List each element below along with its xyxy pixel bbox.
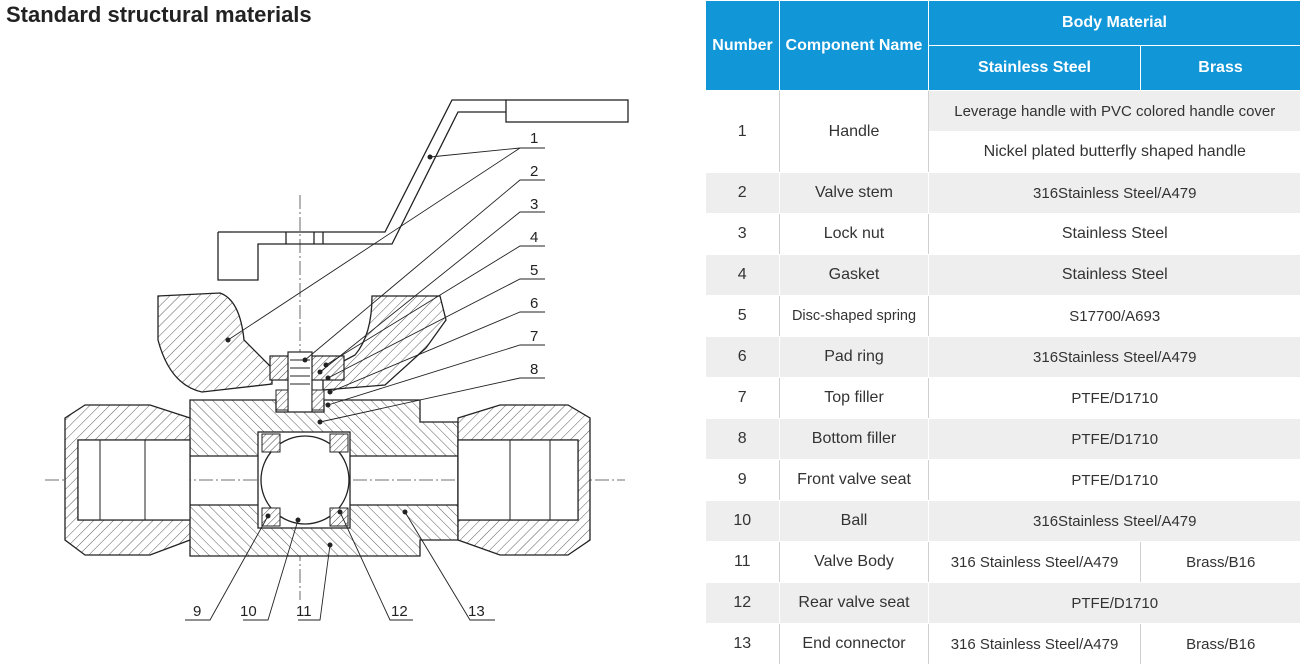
callout-5: 5 — [530, 262, 538, 279]
table-row: 6 Pad ring 316Stainless Steel/A479 — [705, 336, 1300, 378]
table-row: 7 Top filler PTFE/D1710 — [705, 377, 1300, 419]
table-row: 3 Lock nut Stainless Steel — [705, 213, 1300, 255]
table-row: 5 Disc-shaped spring S17700/A693 — [705, 295, 1300, 337]
materials-table: Number Component Name Body Material Stai… — [705, 0, 1300, 665]
callout-12: 12 — [391, 603, 408, 620]
handle-body — [157, 292, 273, 393]
table-row: 12 Rear valve seat PTFE/D1710 — [705, 582, 1300, 624]
table-row: 10 Ball 316Stainless Steel/A479 — [705, 500, 1300, 542]
callout-1: 1 — [530, 130, 538, 147]
table-row: 8 Bottom filler PTFE/D1710 — [705, 418, 1300, 460]
callout-6: 6 — [530, 295, 538, 312]
callout-10: 10 — [240, 603, 257, 620]
header-component: Component Name — [779, 0, 929, 91]
header-brass: Brass — [1139, 45, 1300, 91]
header-stainless-steel: Stainless Steel — [928, 45, 1141, 91]
table-row: Nickel plated butterfly shaped handle — [706, 131, 1300, 173]
table-row: 2 Valve stem 316Stainless Steel/A479 — [705, 172, 1300, 214]
callout-3: 3 — [530, 196, 538, 213]
valve-cross-section-diagram: 1 2 3 4 5 6 7 8 9 10 11 12 13 — [45, 99, 629, 621]
table-row: 9 Front valve seat PTFE/D1710 — [705, 459, 1300, 501]
header-body-material: Body Material — [927, 0, 1300, 46]
leader-lines — [185, 147, 545, 621]
ball — [260, 435, 350, 525]
callout-2: 2 — [530, 163, 538, 180]
callout-7: 7 — [530, 328, 538, 345]
table-row: 1 Handle Leverage handle with PVC colore… — [705, 90, 1300, 173]
callout-13: 13 — [468, 603, 485, 620]
callout-11: 11 — [296, 603, 312, 620]
page-title: Standard structural materials — [6, 2, 312, 27]
table-row: 4 Gasket Stainless Steel — [705, 254, 1300, 296]
callout-4: 4 — [530, 229, 538, 246]
callout-9: 9 — [193, 603, 201, 620]
table-row: 13 End connector 316 Stainless Steel/A47… — [705, 623, 1300, 665]
handle-lever — [217, 99, 629, 281]
table-row: 11 Valve Body 316 Stainless Steel/A479 B… — [705, 541, 1300, 583]
header-number: Number — [705, 0, 780, 91]
callout-8: 8 — [530, 361, 538, 378]
